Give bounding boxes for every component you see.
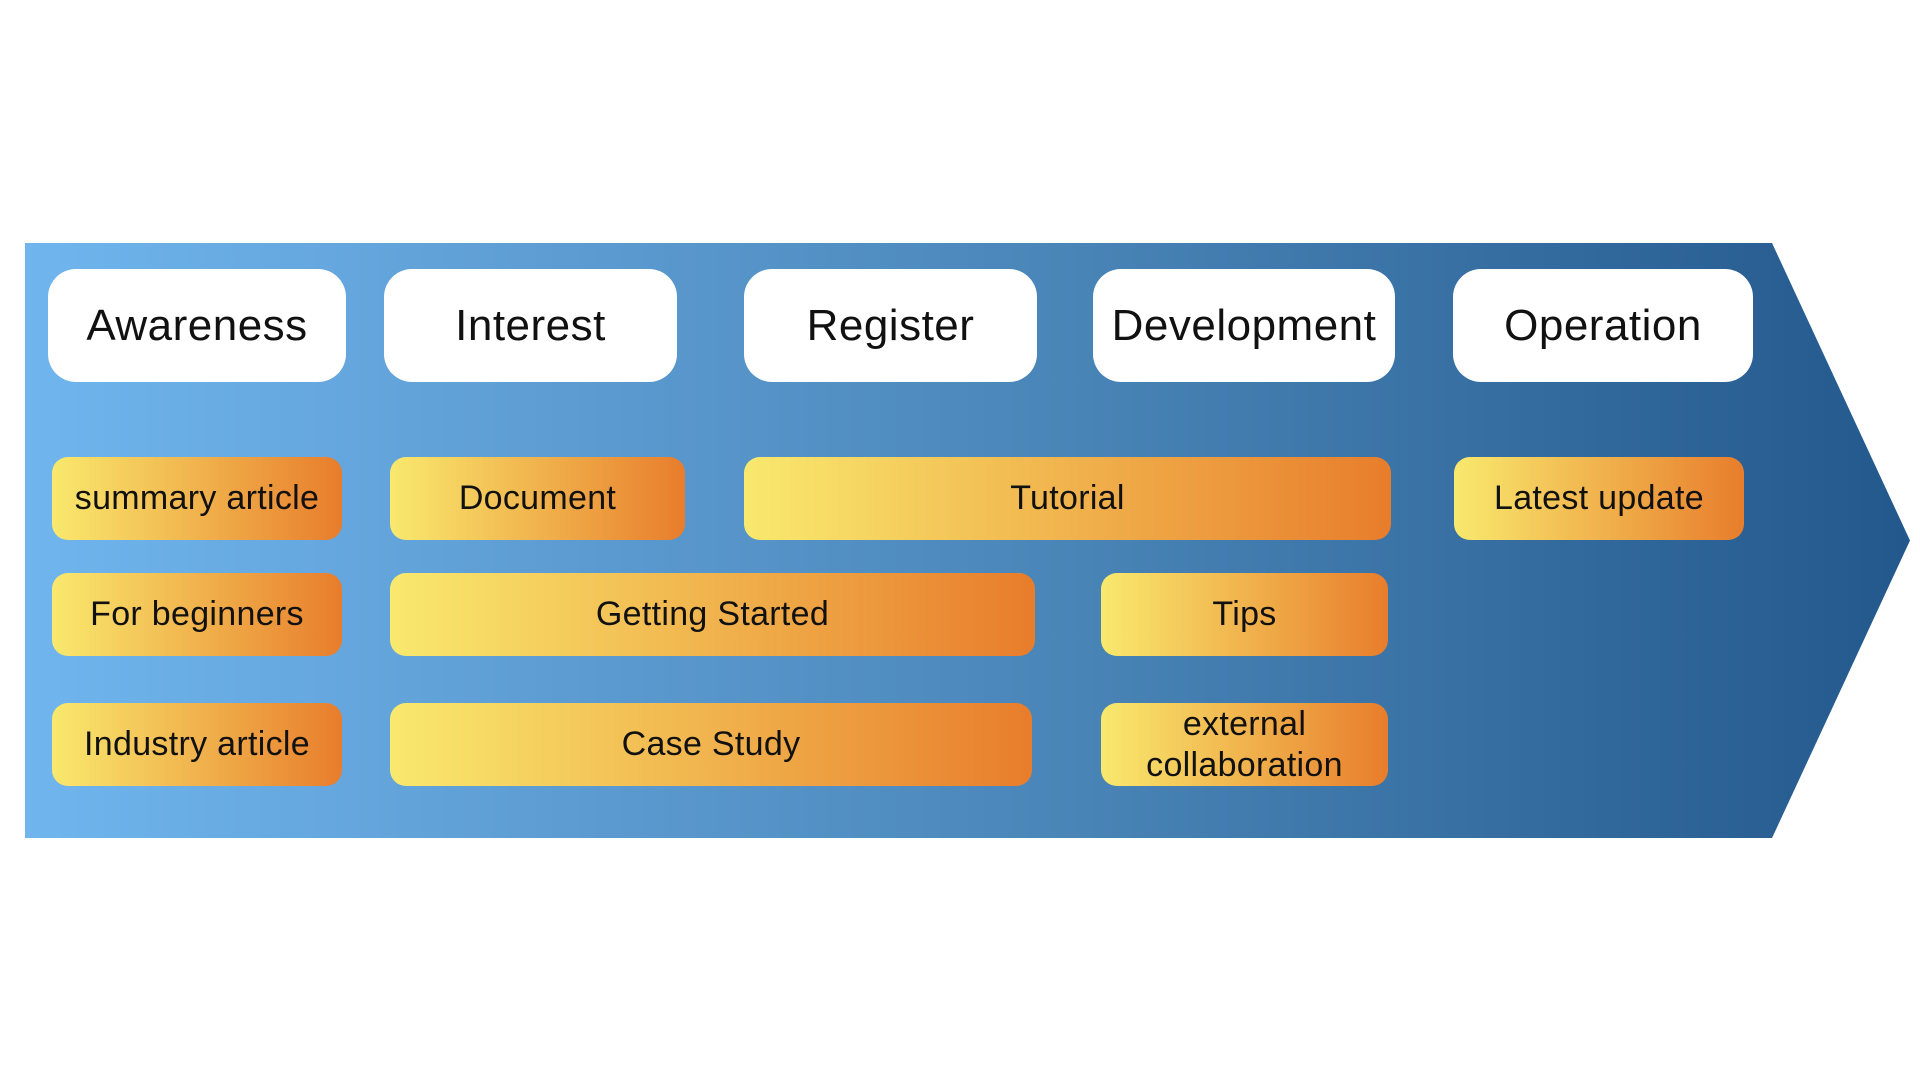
item-for-beginners-label: For beginners [90,595,304,633]
item-external-collaboration-label: external collaboration [1146,705,1343,784]
item-summary-article: summary article [52,457,342,540]
item-case-study: Case Study [390,703,1032,786]
stage-register: Register [744,269,1037,382]
stage-interest: Interest [384,269,677,382]
item-tutorial-label: Tutorial [1010,479,1125,517]
stage-awareness: Awareness [48,269,346,382]
item-industry-article: Industry article [52,703,342,786]
item-for-beginners: For beginners [52,573,342,656]
item-tutorial: Tutorial [744,457,1391,540]
item-external-collaboration: external collaboration [1101,703,1388,786]
item-tips-label: Tips [1212,595,1277,633]
item-getting-started: Getting Started [390,573,1035,656]
item-industry-article-label: Industry article [84,725,310,763]
stage-awareness-label: Awareness [86,300,308,350]
item-case-study-label: Case Study [621,725,801,763]
stage-operation: Operation [1453,269,1753,382]
item-tips: Tips [1101,573,1388,656]
stage-operation-label: Operation [1504,300,1702,350]
stage-register-label: Register [806,300,975,350]
item-latest-update-label: Latest update [1494,479,1704,517]
item-document: Document [390,457,685,540]
item-summary-article-label: summary article [74,479,320,517]
item-latest-update: Latest update [1454,457,1744,540]
stage-development-label: Development [1111,300,1377,350]
stage-development: Development [1093,269,1395,382]
item-document-label: Document [458,479,617,517]
stage-interest-label: Interest [455,300,606,350]
item-getting-started-label: Getting Started [595,595,830,633]
